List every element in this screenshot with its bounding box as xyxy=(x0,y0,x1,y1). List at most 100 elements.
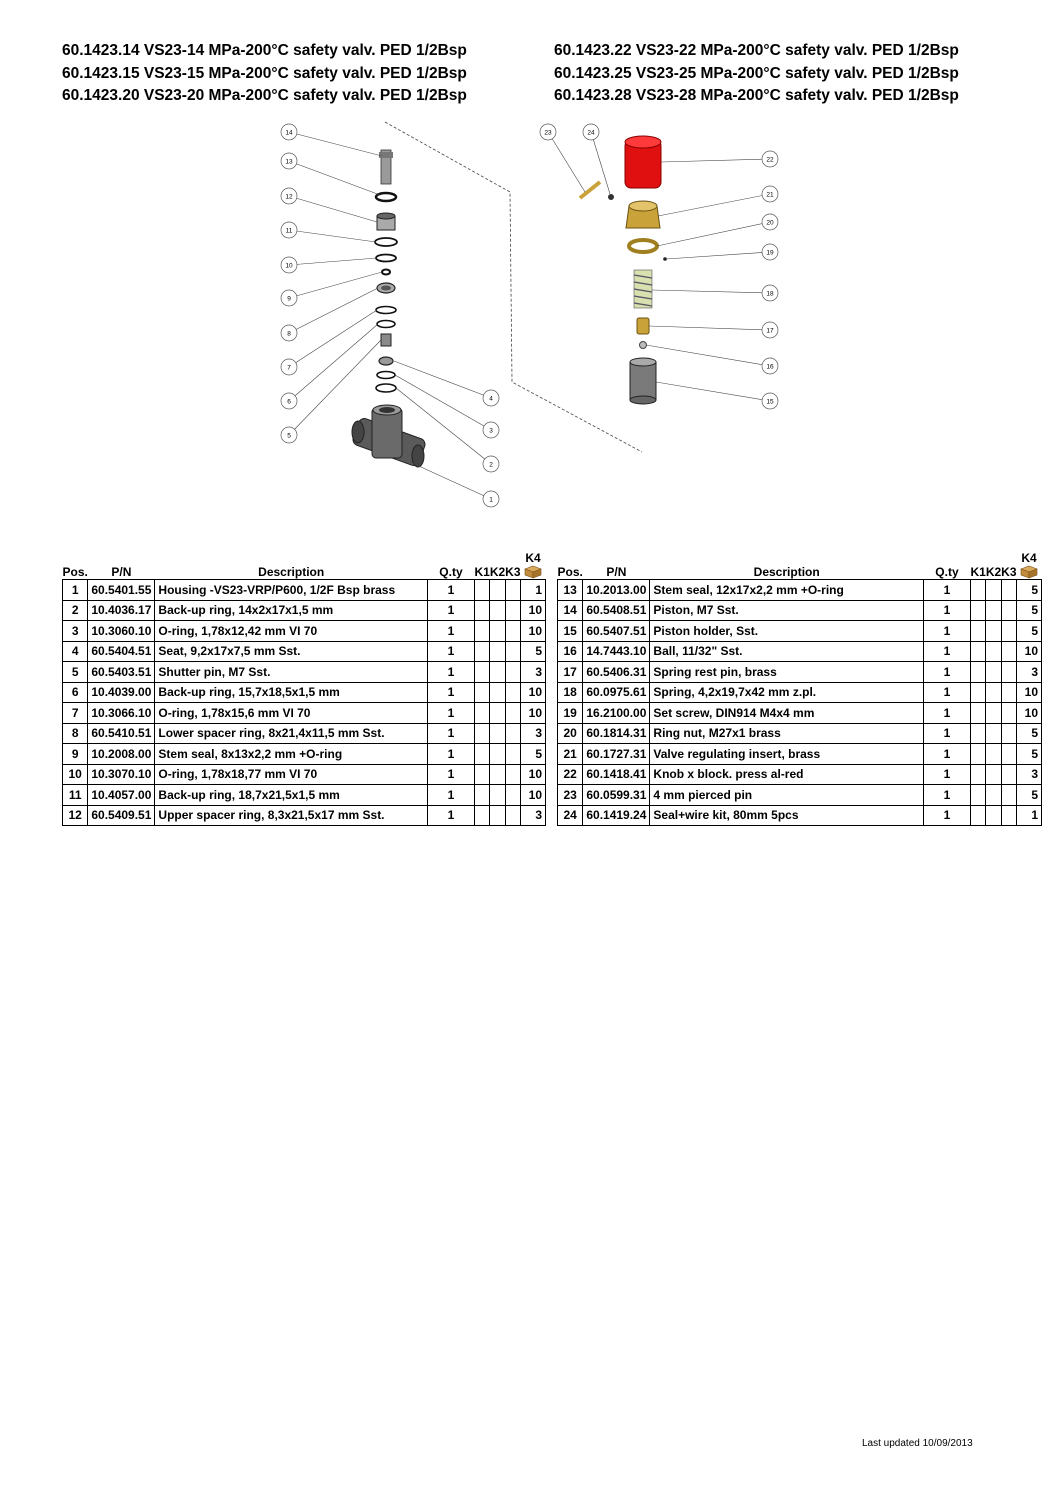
cell-pos: 19 xyxy=(556,702,584,724)
cell-pn: 10.2008.00 xyxy=(87,743,156,765)
cell-description: Back-up ring, 15,7x18,5x1,5 mm xyxy=(154,681,428,703)
cell-description: Stem seal, 8x13x2,2 mm +O-ring xyxy=(154,743,428,765)
callout-label: 22 xyxy=(766,157,774,164)
cell-k3 xyxy=(504,743,522,765)
cell-k1 xyxy=(473,640,491,662)
title-column-right: 60.1423.22 VS23-22 MPa-200°C safety valv… xyxy=(554,40,959,108)
cell-description: Ring nut, M27x1 brass xyxy=(649,722,924,744)
cell-pos: 16 xyxy=(556,640,584,662)
cell-k1 xyxy=(969,784,987,806)
cell-pn: 10.3060.10 xyxy=(87,620,156,642)
callout-circle xyxy=(482,455,500,473)
back-up-ring-part xyxy=(376,319,396,329)
cell-k4: 1 xyxy=(520,579,546,601)
callout-label: 20 xyxy=(766,220,774,227)
callout-label: 5 xyxy=(287,433,291,440)
callout-label: 3 xyxy=(489,428,493,435)
callout-8: 8 xyxy=(280,324,298,342)
left-parts-stack xyxy=(351,149,426,468)
cell-pos: 20 xyxy=(556,722,584,744)
cell-k2 xyxy=(985,722,1002,744)
leader-line xyxy=(665,251,771,260)
callout-18: 18 xyxy=(761,284,779,302)
cell-k2 xyxy=(489,579,506,601)
cell-k4: 10 xyxy=(520,599,546,621)
column-header-pn: P/N xyxy=(606,565,627,579)
cell-k2 xyxy=(985,702,1002,724)
cell-qty: 1 xyxy=(426,579,475,601)
stem-seal-part xyxy=(381,268,391,276)
cell-pn: 60.1727.31 xyxy=(582,743,651,765)
cell-k2 xyxy=(985,784,1002,806)
ball-part xyxy=(639,341,647,349)
table-header-row: Pos. P/N Description Q.ty K1 K2 K3 K4 xyxy=(558,551,1042,580)
leader-line xyxy=(288,131,383,157)
callout-circle xyxy=(761,321,779,339)
cell-k1 xyxy=(969,579,987,601)
cell-k1 xyxy=(969,681,987,703)
cell-pos: 11 xyxy=(61,784,89,806)
cell-k3 xyxy=(504,784,522,806)
cell-pn: 10.4039.00 xyxy=(87,681,156,703)
callout-7: 7 xyxy=(280,358,298,376)
right-parts-stack xyxy=(578,135,667,405)
cell-pn: 10.4036.17 xyxy=(87,599,156,621)
cell-k2 xyxy=(489,763,506,785)
callout-circle xyxy=(539,123,557,141)
back-up-ring-part xyxy=(375,383,397,393)
cell-description: Seal+wire kit, 80mm 5pcs xyxy=(649,804,924,826)
cell-pn: 60.5407.51 xyxy=(582,620,651,642)
cell-pos: 8 xyxy=(61,722,89,744)
cell-pn: 60.1814.31 xyxy=(582,722,651,744)
column-header-k4: K4 xyxy=(521,551,546,580)
cell-pn: 10.2013.00 xyxy=(582,579,651,601)
parts-table-right: Pos. P/N Description Q.ty K1 K2 K3 K4 13… xyxy=(556,551,1042,826)
callout-24: 24 xyxy=(582,123,600,141)
callout-label: 1 xyxy=(489,497,493,504)
cell-k3 xyxy=(504,599,522,621)
cell-k2 xyxy=(489,743,506,765)
cell-k3 xyxy=(1000,640,1018,662)
callout-label: 17 xyxy=(766,328,774,335)
column-header-qty: Q.ty xyxy=(935,565,959,579)
cell-k4: 5 xyxy=(1016,743,1042,765)
k4-label: K4 xyxy=(1021,551,1037,565)
cell-k2 xyxy=(985,763,1002,785)
callout-circle xyxy=(280,289,298,307)
cell-qty: 1 xyxy=(922,784,971,806)
leader-line xyxy=(651,289,771,294)
cell-k1 xyxy=(969,743,987,765)
column-header-pos: Pos. xyxy=(557,565,583,579)
cell-qty: 1 xyxy=(426,681,475,703)
cell-k4: 5 xyxy=(1016,784,1042,806)
cell-description: Seat, 9,2x17x7,5 mm Sst. xyxy=(154,640,428,662)
leader-line xyxy=(657,193,771,217)
box-icon xyxy=(524,565,542,579)
cell-k1 xyxy=(473,661,491,683)
cell-qty: 1 xyxy=(426,661,475,683)
cell-pos: 21 xyxy=(556,743,584,765)
callout-circle xyxy=(280,392,298,410)
cell-k4: 10 xyxy=(1016,681,1042,703)
callout-label: 14 xyxy=(285,130,293,137)
cell-description: O-ring, 1,78x18,77 mm VI 70 xyxy=(154,763,428,785)
cell-pos: 18 xyxy=(556,681,584,703)
callout-6: 6 xyxy=(280,392,298,410)
callout-label: 15 xyxy=(766,399,774,406)
cell-description: Stem seal, 12x17x2,2 mm +O-ring xyxy=(649,579,924,601)
callout-22: 22 xyxy=(761,150,779,168)
cell-description: Upper spacer ring, 8,3x21,5x17 mm Sst. xyxy=(154,804,428,826)
cell-k3 xyxy=(504,722,522,744)
cell-k1 xyxy=(969,702,987,724)
callout-circle xyxy=(280,324,298,342)
cell-k4: 5 xyxy=(1016,620,1042,642)
